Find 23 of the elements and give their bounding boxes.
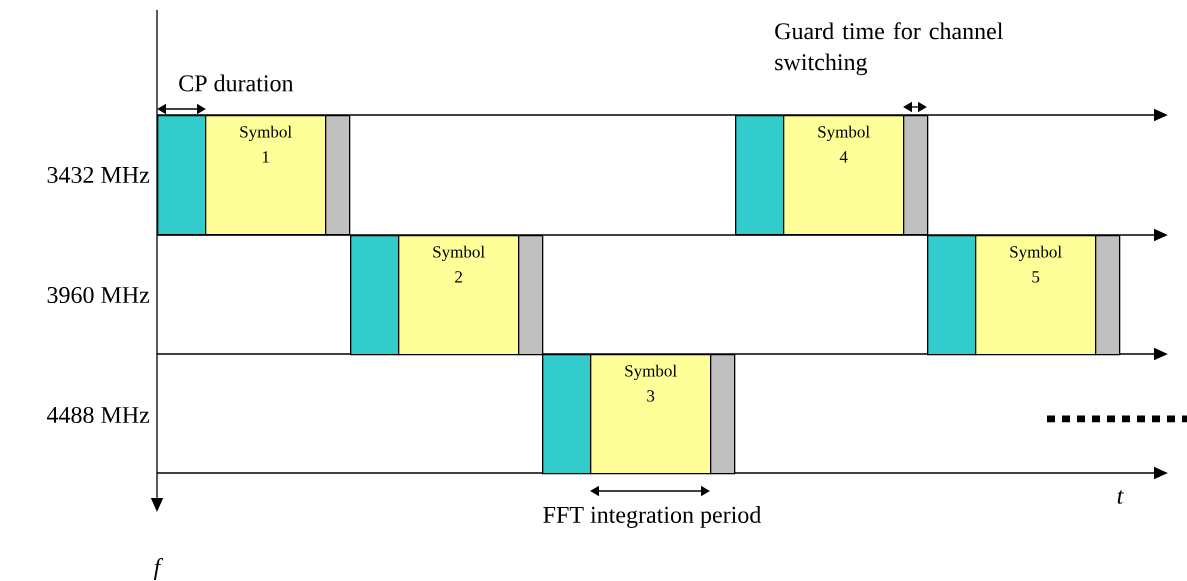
frequency-label: 4488 MHz — [46, 406, 150, 424]
annotation-text: CP duration — [179, 74, 294, 92]
frequency-label: 3432 MHz — [47, 166, 150, 184]
cyclic-prefix-block — [735, 115, 785, 236]
symbol-box: Symbol 1 — [205, 115, 327, 236]
cyclic-prefix-block — [927, 235, 977, 356]
symbol-box: Symbol 4 — [783, 115, 905, 236]
axis-label: t — [1117, 490, 1124, 504]
guard-interval-block — [903, 115, 929, 236]
guard-interval-block — [710, 354, 736, 475]
symbol-box: Symbol 2 — [398, 235, 520, 356]
annotation-text: Guard time for channel switching — [775, 22, 1003, 76]
cyclic-prefix-block — [350, 235, 400, 356]
frequency-label: 3960 MHz — [47, 286, 150, 304]
guard-interval-block — [325, 115, 351, 236]
symbol-box: Symbol 5 — [975, 235, 1097, 356]
annotation-text: FFT integration period — [543, 506, 762, 528]
cyclic-prefix-block — [157, 115, 207, 236]
guard-interval-block — [1095, 235, 1121, 356]
axis-label: f — [153, 558, 164, 580]
guard-interval-block — [518, 235, 544, 356]
cyclic-prefix-block — [542, 354, 592, 475]
symbol-box: Symbol 3 — [590, 354, 712, 475]
